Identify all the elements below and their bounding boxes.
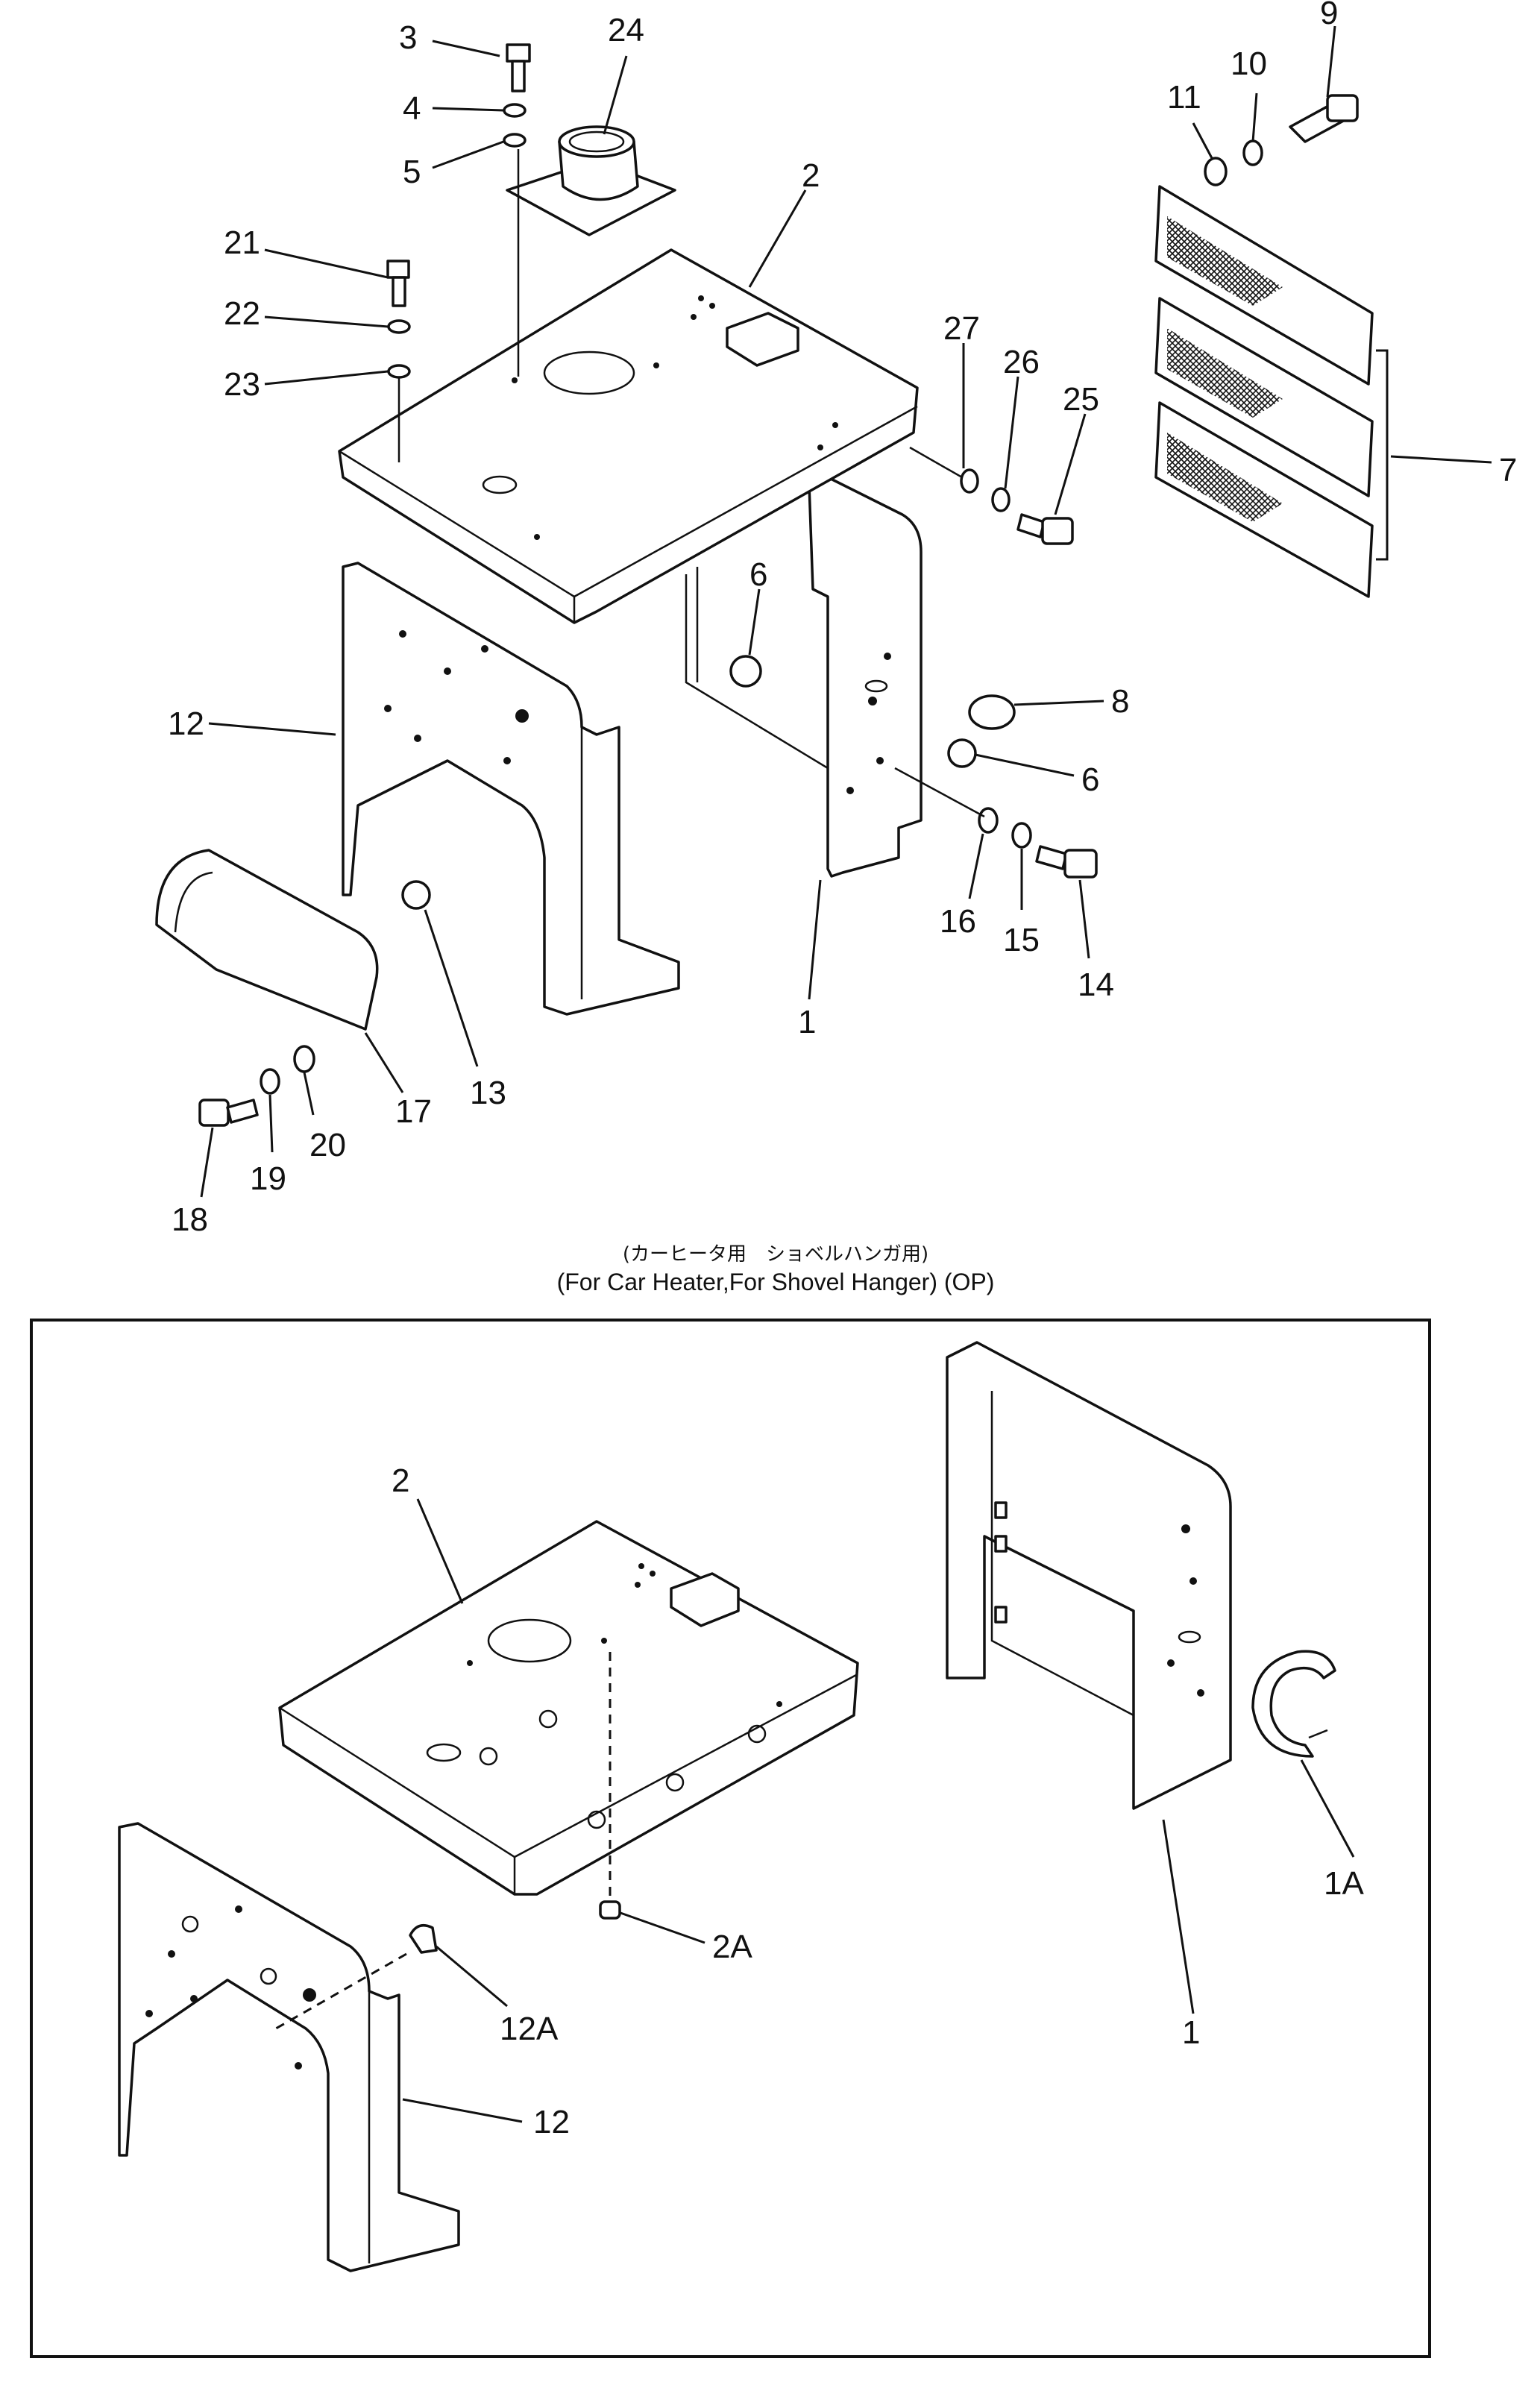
callout-8: 8 — [1111, 683, 1129, 720]
inset-callout-1a: 1A — [1324, 1865, 1364, 1902]
inset-frame — [30, 1319, 1431, 2358]
inset-callout-2a: 2A — [712, 1929, 752, 1965]
callout-16: 16 — [940, 903, 976, 940]
callout-21: 21 — [224, 224, 260, 261]
washer-26 — [991, 487, 1011, 512]
callout-22: 22 — [224, 295, 260, 332]
washer-11 — [1204, 157, 1228, 186]
side-panel-right — [685, 476, 923, 878]
bolt-21 — [386, 260, 410, 307]
top-plate — [338, 248, 919, 624]
callout-17: 17 — [395, 1093, 432, 1130]
bolt-25 — [1016, 513, 1074, 545]
callout-6-upper: 6 — [749, 556, 767, 593]
bolt-9 — [1289, 94, 1359, 143]
callout-6-lower: 6 — [1081, 761, 1099, 798]
grommet-6-lower — [947, 738, 977, 768]
callout-20: 20 — [309, 1127, 346, 1163]
washer-27 — [960, 468, 979, 494]
inset-callout-12a: 12A — [500, 2011, 559, 2047]
callout-26: 26 — [1003, 344, 1040, 380]
washer-16 — [978, 807, 999, 834]
grommet-13 — [401, 880, 431, 910]
washer-4 — [503, 103, 527, 118]
inset-callout-1: 1 — [1182, 2014, 1200, 2051]
callouts-inset: 2 1A 2A 12A 1 12 — [392, 1462, 1364, 2140]
cover — [155, 849, 379, 1031]
callouts-main: 3 24 4 5 2 9 10 11 21 22 23 27 26 25 7 6… — [168, 0, 1517, 1238]
inset-top-plate — [278, 1520, 859, 1896]
bolt-3 — [506, 43, 531, 92]
callout-leaders-main — [200, 25, 1492, 1198]
callout-18: 18 — [172, 1201, 208, 1238]
callout-24: 24 — [608, 12, 644, 48]
caption-english: (For Car Heater,For Shovel Hanger) (OP) — [557, 1269, 995, 1295]
callout-25: 25 — [1063, 381, 1099, 418]
washer-15 — [1011, 822, 1032, 849]
inset-grommet-2a — [599, 1900, 621, 1920]
callout-13: 13 — [470, 1075, 506, 1111]
washer-23 — [387, 364, 411, 379]
washer-19 — [260, 1068, 280, 1095]
callout-2: 2 — [802, 157, 820, 194]
callout-4: 4 — [403, 90, 421, 127]
washer-5 — [503, 133, 527, 148]
washer-20 — [293, 1045, 315, 1073]
washer-10 — [1242, 139, 1263, 166]
washer-22 — [387, 319, 411, 334]
callout-10: 10 — [1231, 45, 1267, 82]
screen-panels — [1154, 185, 1389, 598]
inset-callout-12: 12 — [533, 2104, 570, 2140]
inset-clip-12a — [409, 1923, 438, 1954]
callout-11: 11 — [1167, 79, 1201, 116]
callout-23: 23 — [224, 366, 260, 403]
callout-5: 5 — [403, 154, 421, 190]
caption-japanese: (カーヒータ用 ショベルハンガ用) — [623, 1243, 928, 1266]
callout-7: 7 — [1499, 452, 1517, 488]
bolt-18 — [198, 1099, 259, 1127]
inset-side-panel-left — [118, 1822, 460, 2272]
callout-14: 14 — [1078, 967, 1114, 1003]
inset-side-panel-right — [946, 1341, 1232, 1810]
inset-callout-2: 2 — [392, 1462, 409, 1499]
callout-27: 27 — [943, 310, 980, 347]
callout-1: 1 — [798, 1004, 816, 1040]
grommet-6-upper — [729, 655, 762, 688]
inset-clamp-ring — [1251, 1650, 1336, 1758]
pipe-flange — [506, 125, 676, 236]
bolt-14 — [1035, 845, 1098, 879]
side-panel-left — [342, 562, 680, 1016]
callout-9: 9 — [1320, 0, 1338, 31]
callout-12: 12 — [168, 706, 204, 742]
callout-3: 3 — [399, 19, 417, 56]
callout-leaders-inset — [402, 1498, 1355, 2123]
seal-8 — [968, 694, 1016, 730]
callout-15: 15 — [1003, 922, 1040, 958]
callout-19: 19 — [250, 1160, 286, 1197]
